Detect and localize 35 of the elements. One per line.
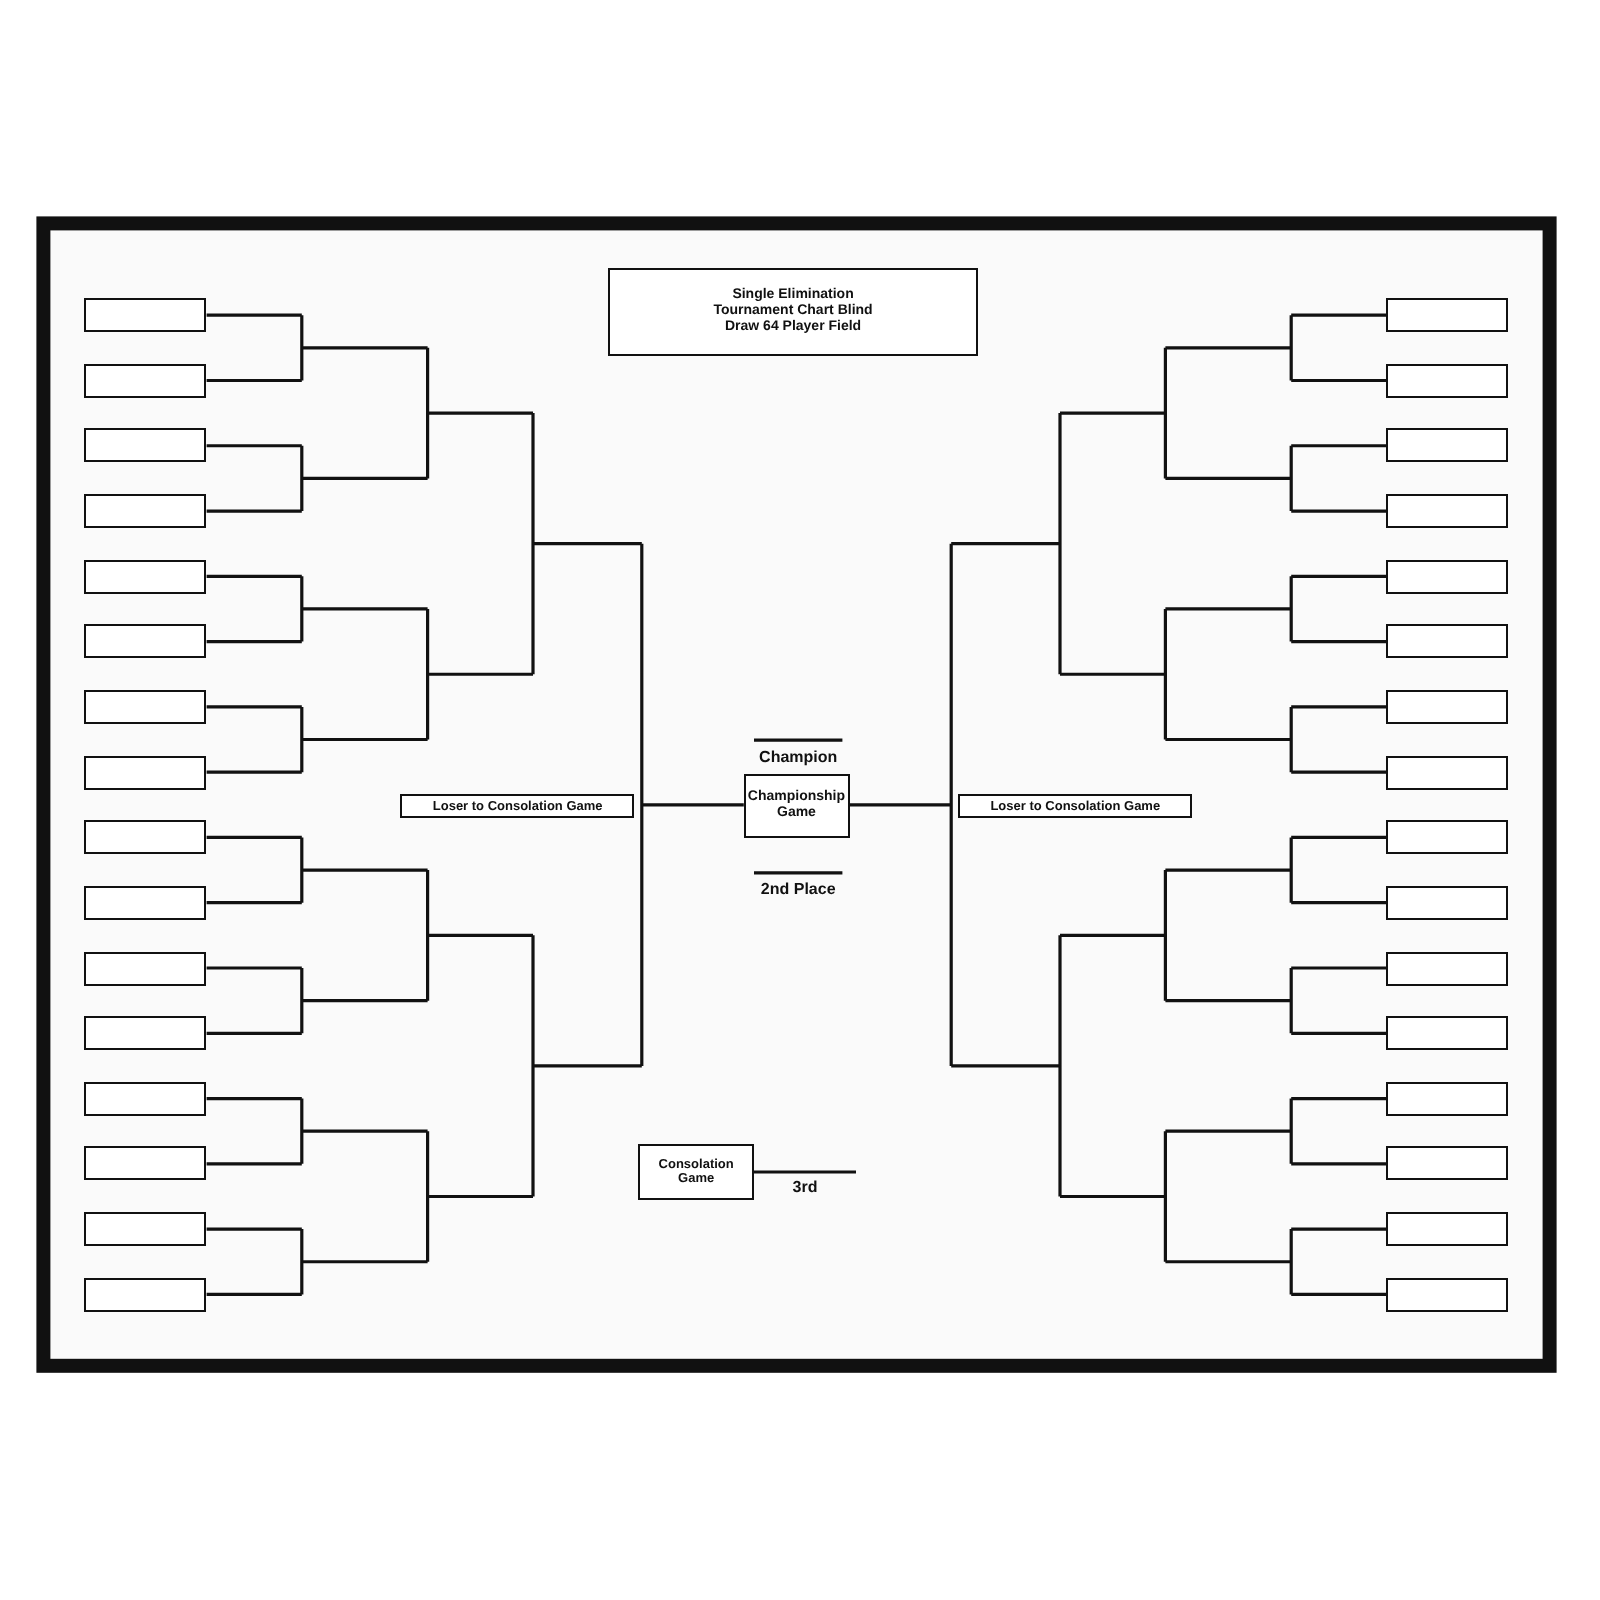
player-slot-box [1386, 1081, 1509, 1116]
player-slot-box [84, 755, 207, 790]
player-slot-box [1386, 1212, 1509, 1247]
player-slot-box [1386, 951, 1509, 985]
runner-up-label: 2nd Place [760, 879, 836, 898]
player-slot-box [84, 363, 207, 398]
player-slot-box [84, 820, 207, 855]
player-slot-box [84, 494, 207, 529]
player-slot-box [1386, 624, 1509, 659]
player-slot-box [84, 559, 207, 594]
player-slot-box [84, 1081, 207, 1116]
player-slot-box [84, 428, 207, 463]
player-slot-box [1386, 1277, 1509, 1312]
player-slot-box [84, 298, 207, 333]
player-slot-box [84, 1277, 207, 1312]
player-slot-box [1386, 1016, 1509, 1051]
player-slot-box [1386, 885, 1509, 920]
player-slot-box [84, 689, 207, 724]
player-slot-box [1386, 755, 1509, 790]
player-slot-box [84, 1016, 207, 1051]
third-place-label: 3rd [792, 1178, 818, 1197]
player-slot-box [1386, 1146, 1509, 1181]
player-slot-box [1386, 494, 1509, 529]
player-slot-box [1386, 689, 1509, 724]
player-slot-box [1386, 559, 1509, 594]
player-slot-box [1386, 428, 1509, 463]
player-slot-box [1386, 363, 1509, 398]
winner-label: Champion [759, 747, 838, 765]
player-slot-box [84, 951, 207, 985]
player-slot-box [1386, 298, 1509, 333]
player-slot-box [1386, 820, 1509, 855]
player-slot-box [84, 1212, 207, 1247]
player-slot-box [84, 624, 207, 659]
player-slot-box [84, 1146, 207, 1181]
player-slot-box [84, 885, 207, 920]
